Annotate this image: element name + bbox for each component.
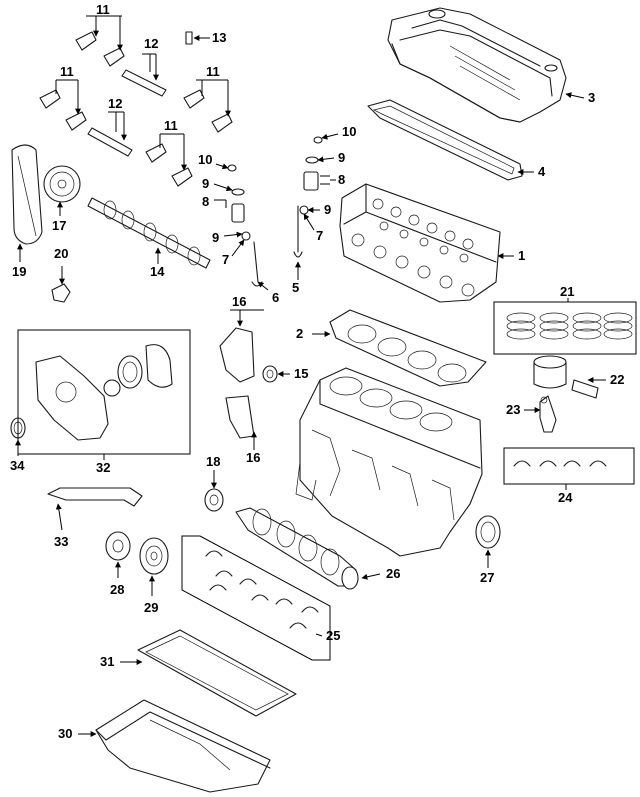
callout-18: 18: [206, 454, 220, 469]
valve-cover-drawing[interactable]: [387, 7, 567, 123]
oil-pan-drawing[interactable]: [95, 699, 271, 793]
oil-pan-gasket-drawing[interactable]: [137, 629, 297, 717]
rocker-shafts-drawing[interactable]: [87, 31, 193, 157]
piston-rings-box: [493, 301, 637, 355]
callout-34: 34: [10, 458, 25, 473]
leaders: [15, 15, 606, 737]
callout-13: 13: [212, 30, 226, 45]
callout-16-lower: 16: [246, 450, 260, 465]
callout-12-mid: 12: [108, 96, 122, 111]
tensioner-drawing[interactable]: [51, 283, 71, 303]
callout-10-left: 10: [198, 152, 212, 167]
callout-21: 21: [560, 284, 574, 299]
cylinder-head-drawing[interactable]: [339, 183, 501, 303]
head-gasket-drawing[interactable]: [329, 309, 487, 387]
callout-33: 33: [54, 534, 68, 549]
callout-19: 19: [12, 264, 26, 279]
callout-3: 3: [588, 90, 595, 105]
callout-32: 32: [96, 460, 110, 475]
callout-17: 17: [52, 218, 66, 233]
crankshaft-pulley-drawing[interactable]: [139, 537, 169, 575]
callout-16-upper: 16: [232, 294, 246, 309]
callout-2: 2: [296, 326, 303, 341]
camshaft-drawing[interactable]: [87, 197, 211, 269]
callout-12-top: 12: [144, 36, 158, 51]
callout-31: 31: [100, 654, 114, 669]
timing-cover-upper-drawing[interactable]: [219, 327, 255, 383]
callout-6: 6: [272, 290, 279, 305]
valve-cover-gasket-drawing[interactable]: [367, 99, 523, 181]
callout-4: 4: [538, 164, 546, 179]
idler-pulley-drawing[interactable]: [204, 488, 224, 512]
callout-5: 5: [292, 280, 299, 295]
callout-20: 20: [54, 246, 68, 261]
callout-labels: 11 12 13 11 12 11 11 3 4 1 10 9 8 9 7 5 …: [10, 2, 624, 741]
callout-9-left-lower: 9: [212, 230, 219, 245]
oil-pump-drawing[interactable]: [35, 344, 173, 441]
callout-11-top: 11: [96, 2, 110, 17]
callout-11-left: 11: [60, 64, 74, 79]
rod-bearings-drawing[interactable]: [513, 460, 607, 467]
callout-27: 27: [480, 570, 494, 585]
oil-pickup-tube-drawing[interactable]: [47, 487, 143, 507]
timing-cover-lower-drawing[interactable]: [225, 395, 255, 439]
callout-25: 25: [326, 628, 340, 643]
engine-block-drawing[interactable]: [295, 367, 483, 557]
callout-26: 26: [386, 566, 400, 581]
callout-10-right: 10: [342, 124, 356, 139]
timing-belt-drawing[interactable]: [11, 144, 43, 245]
piston-rings-drawing[interactable]: [506, 312, 633, 340]
callout-14: 14: [150, 264, 165, 279]
callout-28: 28: [110, 582, 124, 597]
callout-9-right-lower: 9: [324, 202, 331, 217]
callout-9-right-upper: 9: [338, 150, 345, 165]
main-bearings-drawing[interactable]: [205, 550, 319, 629]
main-bearings-box: [181, 535, 331, 661]
rod-bearings-box: [503, 447, 635, 485]
camshaft-seal-drawing[interactable]: [262, 365, 278, 383]
callout-1: 1: [518, 248, 525, 263]
callout-24: 24: [558, 490, 573, 505]
callout-8-left: 8: [202, 194, 209, 209]
callout-8-right: 8: [338, 172, 345, 187]
piston-drawing[interactable]: [533, 355, 599, 399]
camshaft-sprocket-drawing[interactable]: [43, 165, 81, 203]
connecting-rod-drawing[interactable]: [539, 395, 557, 433]
crankshaft-sprocket-drawing[interactable]: [105, 531, 131, 561]
callout-7-left: 7: [222, 252, 229, 267]
rear-main-seal-drawing[interactable]: [475, 515, 501, 549]
callout-9-left-upper: 9: [202, 176, 209, 191]
callout-23: 23: [506, 402, 520, 417]
valve-train-drawing[interactable]: [227, 136, 323, 287]
oil-pump-box: [17, 329, 191, 455]
callout-7-right: 7: [316, 228, 323, 243]
callout-15: 15: [294, 366, 308, 381]
callout-22: 22: [610, 372, 624, 387]
callout-11-lower: 11: [164, 118, 178, 133]
callout-29: 29: [144, 600, 158, 615]
callout-30: 30: [58, 726, 72, 741]
crankshaft-drawing[interactable]: [235, 507, 359, 590]
callout-11-right: 11: [206, 64, 220, 79]
